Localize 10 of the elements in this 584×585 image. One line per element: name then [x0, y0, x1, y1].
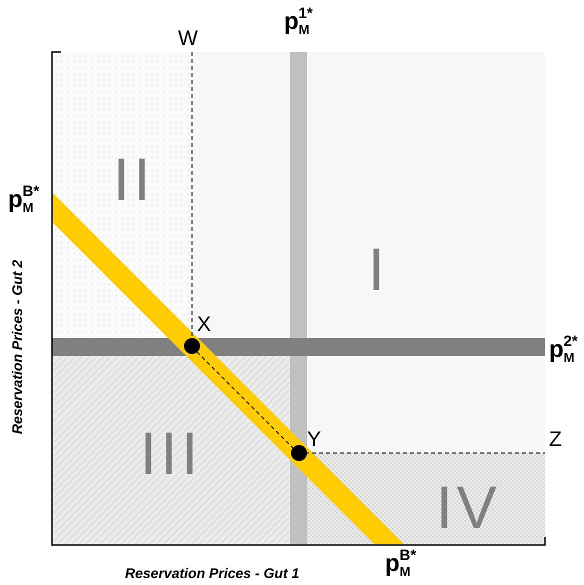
region-label: IV — [436, 478, 501, 538]
axis-title: Reservation Prices - Gut 2 — [10, 260, 24, 434]
point-label: W — [178, 28, 198, 49]
point-label: X — [197, 314, 212, 335]
point-label: Y — [307, 429, 322, 450]
region-label: I — [368, 240, 389, 300]
region-label: III — [140, 424, 202, 484]
region-label: II — [113, 150, 154, 210]
point-label: Z — [549, 429, 562, 450]
axis-title: Reservation Prices - Gut 1 — [125, 566, 300, 580]
